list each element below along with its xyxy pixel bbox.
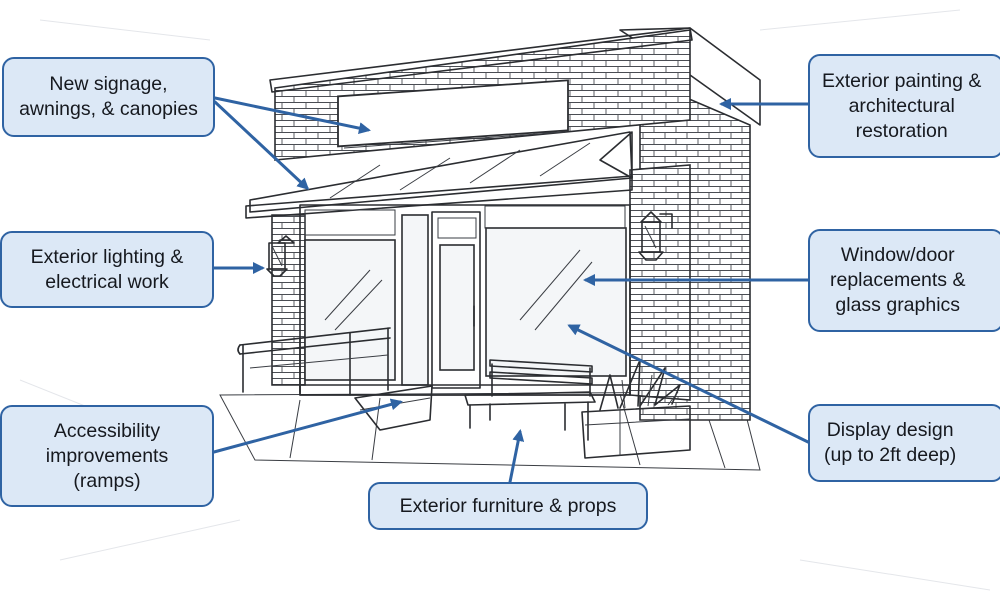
callout-lighting: Exterior lighting & electrical work: [0, 231, 214, 308]
arrow-signage-to-awning: [213, 100, 310, 191]
arrow-accessibility: [212, 398, 403, 454]
callout-window-label: Window/door replacements & glass graphic…: [830, 244, 966, 316]
bench: [464, 359, 596, 441]
arrow-furniture: [508, 429, 525, 484]
sign-board: [337, 79, 569, 148]
callout-accessibility-label: Accessibility improvements (ramps): [45, 419, 169, 492]
callout-window: Window/door replacements & glass graphic…: [808, 229, 1000, 332]
callout-lighting-label: Exterior lighting & electrical work: [30, 245, 184, 293]
door: [431, 211, 481, 389]
callout-signage: New signage, awnings, & canopies: [2, 57, 215, 137]
callout-furniture: Exterior furniture & props: [368, 482, 648, 530]
lantern-right: [638, 211, 673, 261]
callout-accessibility: Accessibility improvements (ramps): [0, 405, 214, 507]
lantern-left: [266, 235, 295, 277]
awning: [245, 131, 633, 219]
callout-painting-label: Exterior painting & architectural restor…: [822, 69, 982, 142]
background-sketch-lines: [19, 9, 991, 591]
arrow-display: [567, 324, 810, 444]
arrow-signage-to-sign: [213, 96, 371, 135]
callout-painting: Exterior painting & architectural restor…: [808, 54, 1000, 158]
upper-facade: [269, 27, 693, 161]
callout-furniture-label: Exterior furniture & props: [399, 494, 617, 517]
callout-display: Display design (up to 2ft deep): [808, 404, 1000, 482]
callout-signage-label: New signage, awnings, & canopies: [19, 73, 198, 120]
storefront: [299, 204, 631, 396]
right-window: [485, 227, 627, 377]
brick-pillars: [271, 164, 691, 401]
callout-display-label: Display design (up to 2ft deep): [824, 419, 957, 466]
railing: [237, 327, 391, 396]
